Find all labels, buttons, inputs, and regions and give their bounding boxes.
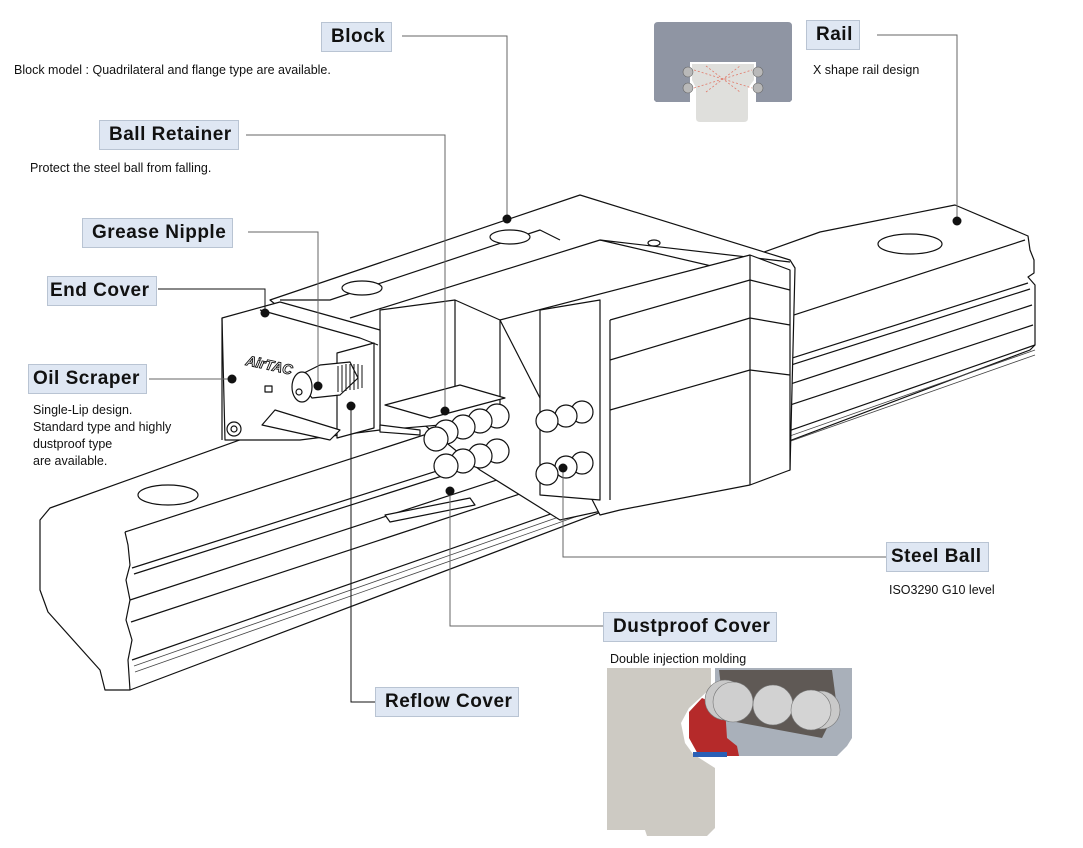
steel-ball-description: ISO3290 G10 level [889,583,995,597]
oil-scraper-desc-line-4: are available. [33,454,108,468]
seal-lip-blue [693,752,727,757]
leader-line-ball-retainer [246,134,446,409]
leader-line-reflow-cover [350,405,375,703]
section-ball [752,66,764,78]
leader-line-rail [877,34,958,219]
oil-scraper-description: Single-Lip design. Standard type and hig… [33,402,171,470]
steel-balls [423,400,594,486]
oil-scraper-desc-line-3: dustproof type [33,437,113,451]
rail-mount-hole-rear [877,233,943,255]
block-section [654,22,792,102]
cover-ball [790,689,832,731]
block-mount-hole-1 [341,280,383,296]
cover-ball [752,684,794,726]
steel-ball-dot [558,463,568,473]
steel-ball [433,453,459,479]
block-label: Block [321,22,393,52]
leader-line-dustproof-cover [449,493,603,627]
steel-ball-label: Steel Ball [886,542,989,572]
end-cover-dot [260,308,270,318]
oil-scraper-desc-line-1: Single-Lip design. [33,403,133,417]
block-mount-hole-2 [489,229,531,245]
rail-mount-hole-front [137,484,199,506]
block-drawing [221,194,796,523]
leader-dots [227,214,962,496]
rail-section [692,64,754,122]
oil-scraper-desc-line-2: Standard type and highly [33,420,172,434]
block-lube-hole [647,239,661,247]
grease-nipple-spring [337,364,363,392]
section-ball [682,66,694,78]
rail-cross-section-inset [654,22,792,122]
grease-nipple-dot [313,381,323,391]
dustproof-cover-inset [607,668,852,836]
leader-line-block [402,35,508,217]
ball-retainer-description: Protect the steel ball from falling. [30,161,212,175]
leader-lines [149,34,958,703]
rail-dot [952,216,962,226]
section-ball [752,82,764,94]
block-dot [502,214,512,224]
end-cover-label: End Cover [47,276,157,306]
dustproof-cover-dot [445,486,455,496]
grease-nipple-label: Grease Nipple [82,218,234,248]
ball-retainer-label: Ball Retainer [99,120,239,150]
section-ball [682,82,694,94]
rail-profile [607,668,715,836]
seal-lip-red [689,698,739,756]
dustproof-cover-label: Dustproof Cover [603,612,778,642]
cover-ball [712,681,754,723]
steel-ball [535,462,559,486]
steel-ball [535,409,559,433]
ball-retainer-dot [440,406,450,416]
steel-ball [423,426,449,452]
leader-line-end-cover [158,288,266,310]
oil-scraper-dot [227,374,237,384]
oil-scraper-label: Oil Scraper [28,364,147,394]
rail-description: X shape rail design [813,63,920,77]
leader-line-grease-nipple [248,231,319,384]
reflow-cover-dot [346,401,356,411]
leader-line-steel-ball [562,470,886,558]
dustproof-cover-description: Double injection molding [610,652,747,666]
block-description: Block model : Quadrilateral and flange t… [14,63,331,77]
reflow-cover-label: Reflow Cover [375,687,520,717]
rail-label: Rail [806,20,860,50]
cover-balls [704,679,841,731]
steel-ball [554,404,578,428]
